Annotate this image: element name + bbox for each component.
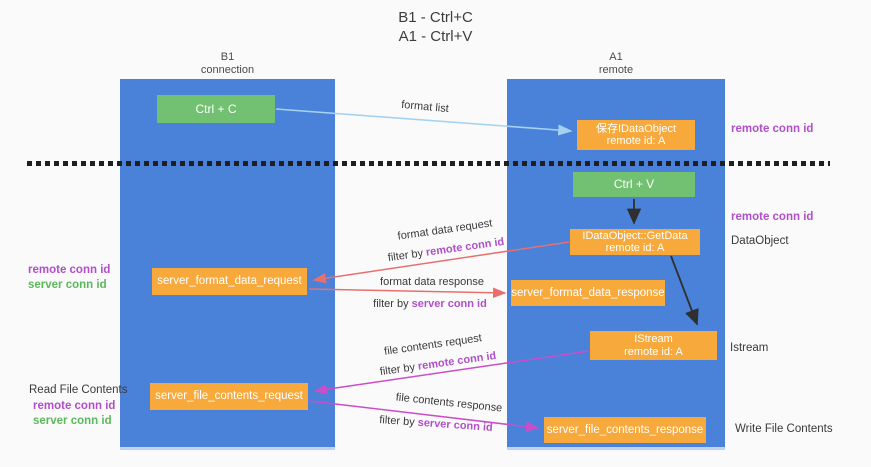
remote-conn-id-text: remote conn id bbox=[28, 264, 111, 276]
istream-line1: IStream bbox=[634, 333, 673, 345]
format-data-response-arrow bbox=[308, 287, 507, 299]
dataobject-text: DataObject bbox=[731, 235, 789, 247]
server-conn-id-highlight: server conn id bbox=[411, 298, 487, 310]
file-contents-response-arrow bbox=[309, 400, 540, 432]
server-file-contents-response-label: server_file_contents_response bbox=[546, 423, 704, 436]
remote-conn-id-text: remote conn id bbox=[731, 123, 814, 135]
read-file-contents-text: Read File Contents bbox=[29, 384, 128, 396]
lifeline-header-b1: B1 connection bbox=[120, 51, 335, 77]
remote-conn-id-annotation-mid-right: remote conn id bbox=[731, 211, 813, 223]
remote-conn-id-text: remote conn id bbox=[731, 211, 814, 223]
title-line-2: A1 - Ctrl+V bbox=[398, 28, 473, 45]
istream-annotation: Istream bbox=[730, 342, 768, 354]
server-file-contents-response-node: server_file_contents_response bbox=[544, 417, 706, 443]
remote-conn-id-annotation-top-right: remote conn id bbox=[731, 123, 813, 135]
server-format-data-request-node: server_format_data_request bbox=[152, 268, 307, 295]
getdata-line1: IDataObject::GetData bbox=[582, 229, 688, 242]
lifeline-a1-role: remote bbox=[598, 64, 634, 76]
server-file-contents-request-node: server_file_contents_request bbox=[150, 383, 308, 410]
remote-conn-id-annotation-left-2: remote conn id bbox=[33, 400, 115, 412]
format-list-arrow bbox=[275, 108, 573, 136]
title-line-1: B1 - Ctrl+C bbox=[398, 9, 473, 26]
istream-line2: remote id: A bbox=[624, 345, 683, 358]
lifeline-a1-name: A1 bbox=[609, 51, 623, 63]
format-data-request-arrow bbox=[312, 241, 570, 284]
remote-conn-id-text: remote conn id bbox=[33, 400, 116, 412]
ctrl-v-node: Ctrl + V bbox=[573, 172, 695, 197]
getdata-to-istream-arrow bbox=[670, 255, 699, 326]
server-format-data-response-node: server_format_data_response bbox=[511, 280, 665, 306]
filter-by-text: filter by bbox=[373, 298, 409, 310]
istream-text: Istream bbox=[730, 342, 769, 354]
save-idataobject-line1: 保存IDataObject bbox=[595, 122, 677, 135]
format-data-response-label: format data response bbox=[380, 276, 484, 288]
lifeline-b1-name: B1 bbox=[220, 51, 235, 63]
server-file-contents-request-label: server_file_contents_request bbox=[155, 390, 303, 402]
write-file-contents-text: Write File Contents bbox=[735, 423, 833, 435]
getdata-line2: remote id: A bbox=[605, 242, 665, 254]
lifeline-b1-role: connection bbox=[200, 64, 255, 76]
read-file-contents-annotation: Read File Contents bbox=[29, 384, 127, 396]
idataobject-getdata-node: IDataObject::GetData remote id: A bbox=[570, 229, 700, 255]
istream-node: IStream remote id: A bbox=[590, 331, 717, 360]
file-contents-request-arrow bbox=[313, 350, 590, 395]
save-idataobject-line2: remote id: A bbox=[606, 135, 666, 147]
write-file-contents-annotation: Write File Contents bbox=[735, 423, 833, 435]
server-conn-id-text: server conn id bbox=[28, 279, 107, 291]
ctrl-c-node: Ctrl + C bbox=[157, 95, 275, 123]
save-idataobject-node: 保存IDataObject remote id: A bbox=[577, 120, 695, 150]
ctrl-c-label: Ctrl + C bbox=[195, 101, 237, 116]
server-format-data-response-label: server_format_data_response bbox=[511, 286, 665, 299]
remote-conn-id-annotation-left-1: remote conn id bbox=[28, 264, 110, 276]
section-divider-dashed-line bbox=[27, 161, 830, 166]
server-conn-id-annotation-left-1: server conn id bbox=[28, 279, 107, 291]
dataobject-annotation: DataObject bbox=[731, 235, 789, 247]
format-data-response-text: format data response bbox=[380, 276, 484, 288]
filter-by-text: filter by bbox=[378, 414, 416, 429]
lifeline-header-a1: A1 remote bbox=[507, 51, 725, 77]
diagram-title: B1 - Ctrl+C A1 - Ctrl+V bbox=[0, 8, 871, 46]
server-conn-id-annotation-left-2: server conn id bbox=[33, 415, 112, 427]
server-conn-id-text: server conn id bbox=[33, 415, 112, 427]
server-format-data-request-label: server_format_data_request bbox=[157, 275, 302, 287]
ctrl-v-label: Ctrl + V bbox=[613, 177, 655, 191]
